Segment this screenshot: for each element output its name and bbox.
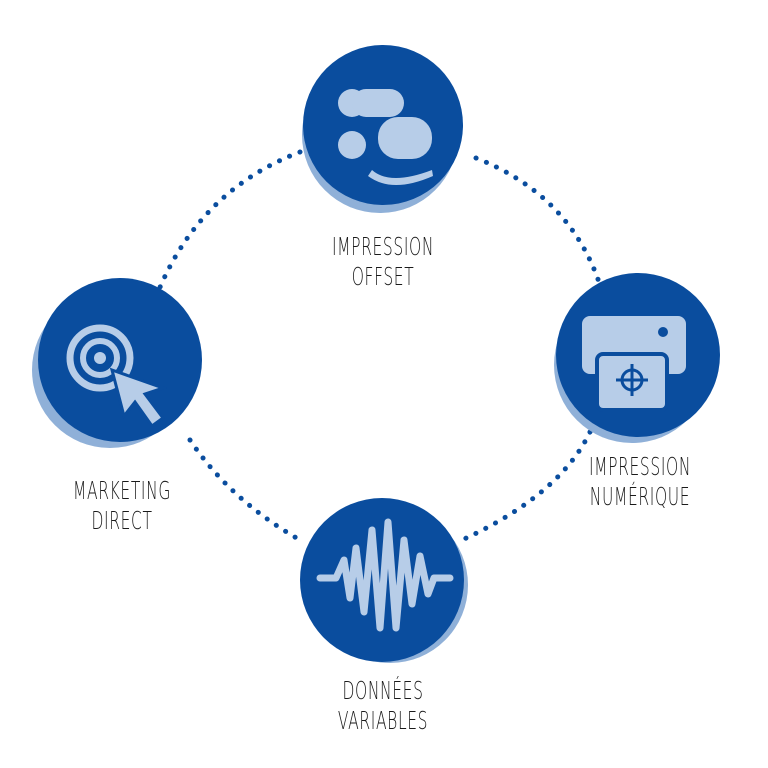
connector-offset-marketing [155, 149, 303, 295]
label-impression-numerique: IMPRESSION NUMÉRIQUE [578, 452, 702, 512]
dotted-connectors [155, 149, 603, 543]
node-impression-offset [302, 45, 463, 213]
label-line-2: NUMÉRIQUE [589, 482, 691, 511]
target-cursor-icon [66, 324, 168, 429]
label-line-2: OFFSET [351, 262, 415, 291]
connector-offset-numerique [473, 155, 603, 288]
connector-marketing-donnees [187, 437, 303, 543]
label-line-1: IMPRESSION [331, 232, 435, 261]
offset-press-icon [338, 89, 433, 185]
node-circle [38, 278, 202, 442]
label-line-2: VARIABLES [337, 706, 429, 735]
label-line-1: DONNÉES [342, 676, 424, 705]
label-line-1: IMPRESSION [588, 452, 692, 481]
label-impression-offset: IMPRESSION OFFSET [321, 232, 445, 292]
node-donnees-variables [300, 498, 468, 663]
node-impression-numerique [554, 273, 720, 443]
label-donnees-variables: DONNÉES VARIABLES [321, 676, 445, 736]
label-marketing-direct: MARKETING DIRECT [60, 476, 184, 536]
label-line-1: MARKETING [73, 476, 171, 505]
connector-numerique-donnees [459, 429, 593, 543]
label-line-2: DIRECT [91, 506, 153, 535]
digital-printer-icon [582, 316, 686, 412]
node-marketing-direct [32, 278, 202, 448]
sound-wave-icon [316, 518, 454, 632]
